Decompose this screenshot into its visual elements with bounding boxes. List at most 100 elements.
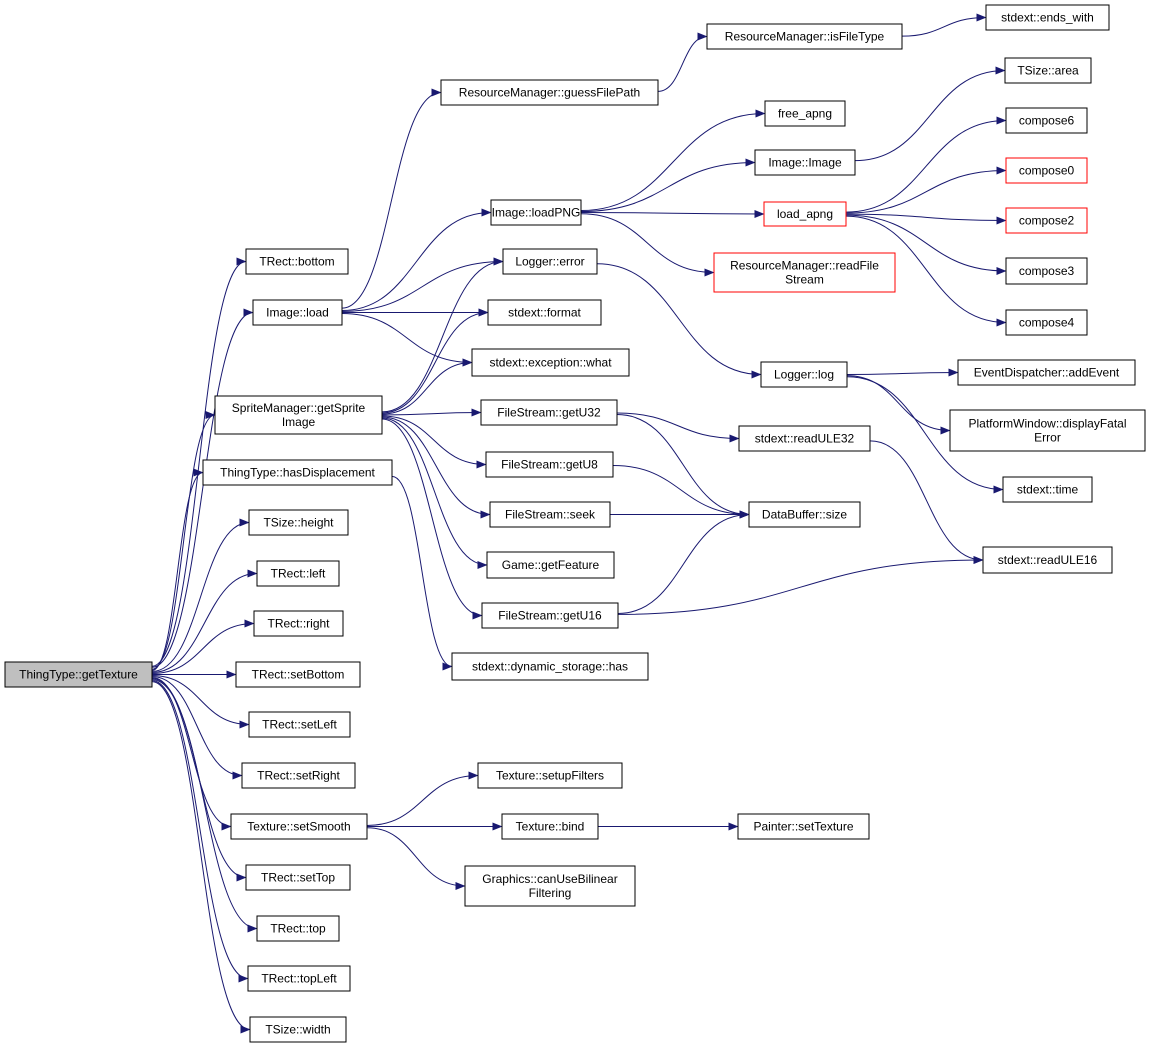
node-readule32[interactable]: stdext::readULE32 — [738, 425, 871, 452]
node-bottom[interactable]: TRect::bottom — [245, 248, 349, 275]
node-box — [485, 451, 614, 478]
node-loggererror[interactable]: Logger::error — [502, 248, 598, 275]
node-box — [1005, 157, 1088, 184]
node-freeapng[interactable]: free_apng — [764, 100, 846, 127]
node-label: TSize::width — [265, 1023, 330, 1037]
node-imagector[interactable]: Image::Image — [754, 149, 856, 176]
node-label: TSize::height — [263, 516, 334, 530]
node-label: TRect::right — [267, 617, 330, 631]
node-right[interactable]: TRect::right — [253, 610, 344, 637]
edge-getu32-to-dbsize — [616, 414, 750, 519]
node-topleft[interactable]: TRect::topLeft — [247, 965, 351, 992]
node-dbsize[interactable]: DataBuffer::size — [748, 501, 861, 528]
edge-imgload-to-loadpng — [341, 208, 492, 311]
node-tsizearea[interactable]: TSize::area — [1004, 57, 1092, 84]
node-root[interactable]: ThingType::getTexture — [4, 661, 153, 688]
node-label: Texture::setupFilters — [496, 769, 604, 783]
node-box — [713, 252, 896, 293]
node-label: Texture::setSmooth — [247, 820, 350, 834]
node-isfiletype[interactable]: ResourceManager::isFileType — [706, 23, 903, 50]
node-endswith[interactable]: stdext::ends_with — [985, 4, 1110, 31]
node-compose3[interactable]: compose3 — [1005, 257, 1088, 285]
node-setupfilters[interactable]: Texture::setupFilters — [477, 762, 623, 789]
edge-spriteimg-to-seek — [381, 416, 491, 519]
node-setsmooth[interactable]: Texture::setSmooth — [230, 813, 368, 840]
node-label: Error — [1034, 431, 1061, 445]
node-box — [957, 359, 1136, 386]
edge-root-to-setsmooth — [151, 677, 232, 831]
node-label: Logger::log — [774, 368, 834, 382]
edge-loadpng-to-imagector — [580, 158, 756, 212]
edge-getu32-to-readule32 — [616, 412, 740, 443]
node-guess[interactable]: ResourceManager::guessFilePath — [440, 79, 659, 106]
edge-spriteimg-to-loggererror — [381, 257, 504, 413]
node-time[interactable]: stdext::time — [1002, 476, 1093, 503]
node-imgload[interactable]: Image::load — [252, 299, 343, 326]
node-label: Image::Image — [768, 156, 842, 170]
node-hasdisp[interactable]: ThingType::hasDisplacement — [202, 459, 393, 486]
node-getfeature[interactable]: Game::getFeature — [486, 551, 615, 579]
node-getu8[interactable]: FileStream::getU8 — [485, 451, 614, 478]
node-getu16[interactable]: FileStream::getU16 — [481, 602, 619, 629]
node-height[interactable]: TSize::height — [248, 509, 349, 536]
node-label: Filtering — [529, 886, 572, 900]
edge-loggerlog-to-addevent — [846, 368, 959, 377]
node-setright[interactable]: TRect::setRight — [241, 762, 356, 789]
node-label: TRect::setBottom — [252, 668, 345, 682]
node-compose2[interactable]: compose2 — [1005, 207, 1088, 234]
node-top[interactable]: TRect::top — [256, 915, 340, 942]
node-box — [440, 79, 659, 106]
node-bind[interactable]: Texture::bind — [501, 813, 599, 840]
node-label: FileStream::seek — [505, 508, 596, 522]
node-box — [464, 865, 636, 907]
node-loadpng[interactable]: Image::loadPNG — [490, 199, 582, 226]
node-settexture[interactable]: Painter::setTexture — [737, 813, 870, 840]
node-compose6[interactable]: compose6 — [1005, 107, 1088, 134]
node-setleft[interactable]: TRect::setLeft — [248, 711, 351, 738]
node-label: ThingType::hasDisplacement — [220, 466, 375, 480]
node-addevent[interactable]: EventDispatcher::addEvent — [957, 359, 1136, 386]
node-compose4[interactable]: compose4 — [1005, 309, 1088, 336]
node-label: ResourceManager::guessFilePath — [459, 86, 640, 100]
node-box — [1004, 57, 1092, 84]
node-box — [486, 551, 615, 579]
edge-spriteimg-to-getu8 — [381, 415, 487, 469]
node-box — [245, 864, 351, 891]
node-dynhas[interactable]: stdext::dynamic_storage::has — [451, 652, 649, 681]
node-loggerlog[interactable]: Logger::log — [760, 361, 848, 388]
node-box — [230, 813, 368, 840]
node-format[interactable]: stdext::format — [487, 299, 602, 326]
node-loadapng[interactable]: load_apng — [763, 201, 847, 227]
node-label: TRect::top — [270, 922, 326, 936]
node-label: stdext::time — [1017, 483, 1079, 497]
node-setbottom[interactable]: TRect::setBottom — [235, 661, 361, 688]
node-settop[interactable]: TRect::setTop — [245, 864, 351, 891]
node-label: Image — [282, 415, 316, 429]
node-label: load_apng — [777, 207, 833, 221]
edge-root-to-setright — [151, 676, 243, 780]
node-box — [252, 299, 343, 326]
node-readule16[interactable]: stdext::readULE16 — [982, 546, 1113, 574]
node-excwhat[interactable]: stdext::exception::what — [471, 348, 630, 377]
node-box — [214, 395, 383, 435]
node-box — [737, 813, 870, 840]
node-getu32[interactable]: FileStream::getU32 — [480, 399, 618, 426]
node-box — [235, 661, 361, 688]
edge-root-to-topleft — [151, 680, 249, 983]
edges-layer — [151, 13, 1007, 1034]
edge-spriteimg-to-format — [381, 308, 489, 414]
edge-root-to-imgload — [151, 308, 254, 668]
node-width[interactable]: TSize::width — [249, 1016, 347, 1043]
node-label: compose4 — [1019, 316, 1075, 330]
node-box — [1002, 476, 1093, 503]
node-left[interactable]: TRect::left — [256, 560, 340, 587]
node-seek[interactable]: FileStream::seek — [489, 501, 611, 528]
node-compose0[interactable]: compose0 — [1005, 157, 1088, 184]
node-box — [477, 762, 623, 789]
edge-imgload-to-excwhat — [341, 313, 473, 367]
